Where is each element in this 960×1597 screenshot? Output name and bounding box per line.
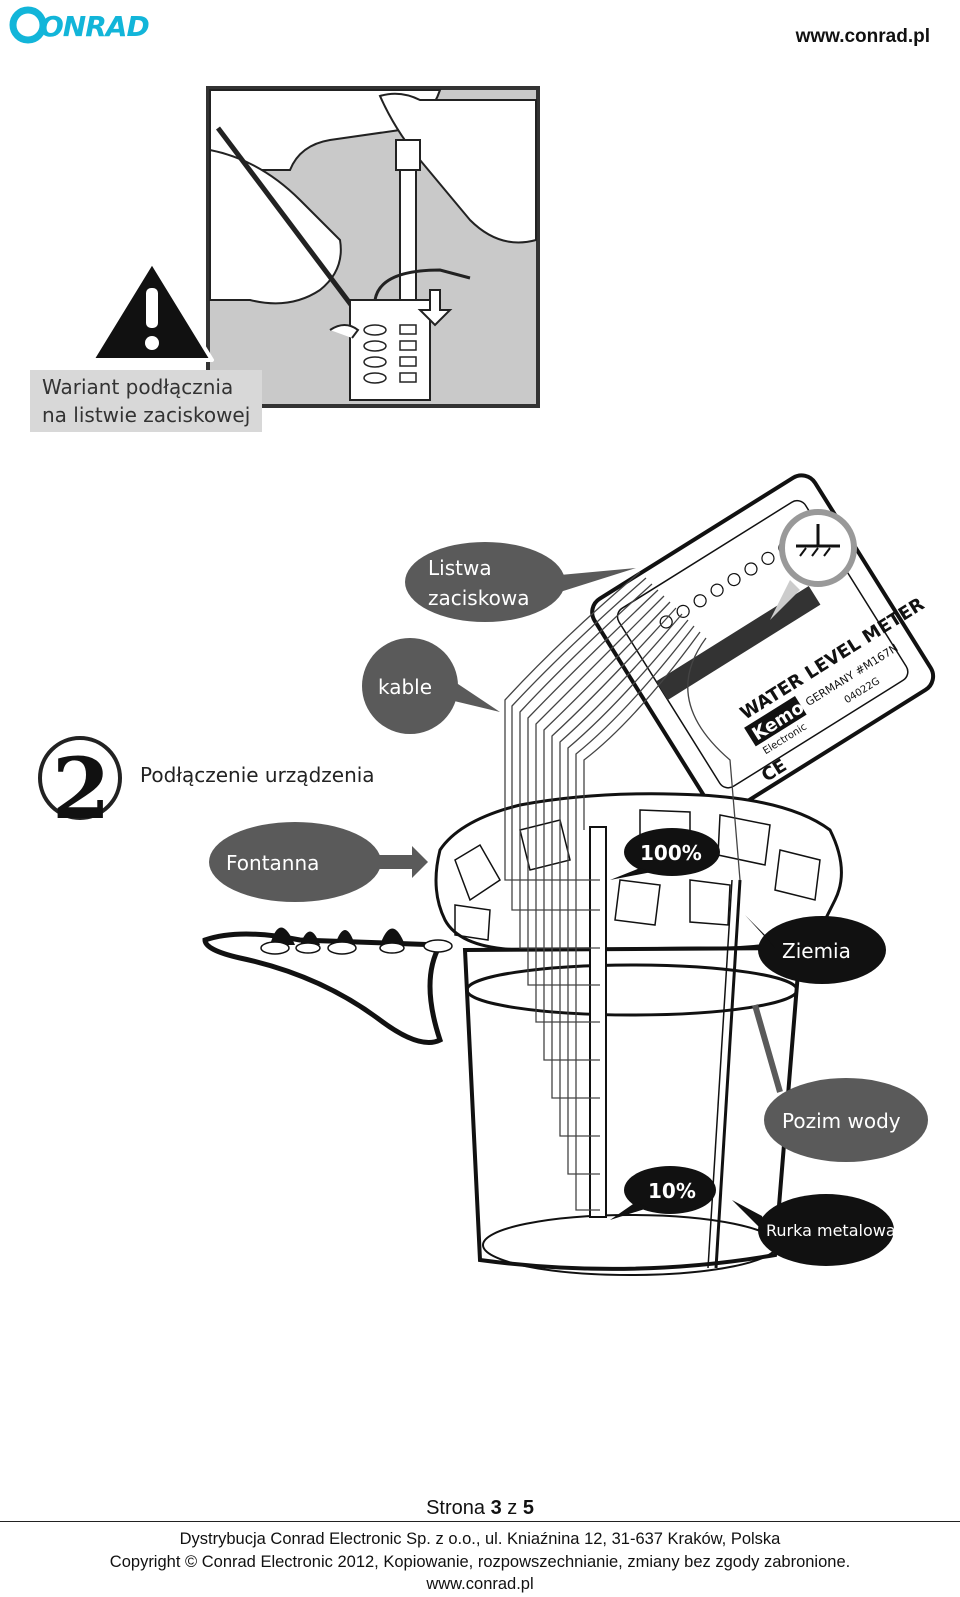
page-number: Strona 3 z 5 (0, 1497, 960, 1520)
warning-caption-box (30, 370, 262, 432)
water-container (462, 945, 803, 1276)
illustration: Wariant podłącznia na listwie zaciskowej… (30, 86, 936, 1276)
callout-fountain: Fontanna (209, 822, 428, 902)
header-website[interactable]: www.conrad.pl (795, 26, 930, 47)
callout-cables: kable (362, 638, 500, 734)
logo-graphic: ONRAD (9, 6, 150, 44)
step-title: Podłączenie urządzenia (140, 763, 375, 787)
callout-soil-text: Ziemia (782, 939, 851, 963)
step-number: 2 (52, 739, 110, 838)
callout-100-percent: 100% (610, 828, 720, 880)
page-prefix: Strona (426, 1497, 485, 1519)
callout-10-percent: 10% (610, 1166, 716, 1220)
callout-terminal-strip-line2: zaciskowa (428, 586, 529, 610)
fountain-ground (202, 931, 445, 1045)
logo-text: ONRAD (40, 10, 149, 43)
callout-metal-tube: Rurka metalowa (732, 1194, 896, 1266)
warning-caption-line1: Wariant podłącznia (42, 375, 233, 399)
callout-metal-tube-text: Rurka metalowa (766, 1221, 896, 1240)
callout-100-text: 100% (640, 841, 702, 865)
callout-soil: Ziemia (745, 915, 886, 984)
callout-fountain-text: Fontanna (226, 851, 319, 875)
footer-distribution: Dystrybucja Conrad Electronic Sp. z o.o.… (179, 1530, 781, 1548)
water-level-meter-device: WATER LEVEL METER Kemo GERMANY #M167N El… (590, 473, 936, 816)
callout-terminal-strip: Listwa zaciskowa (405, 542, 636, 622)
callout-10-text: 10% (648, 1179, 696, 1203)
page-total: 5 (522, 1497, 534, 1519)
fountain-plants (270, 927, 405, 945)
conrad-logo: ONRAD (8, 4, 158, 44)
callout-cables-text: kable (378, 675, 432, 699)
callout-terminal-strip-line1: Listwa (428, 556, 492, 580)
footer-website[interactable]: www.conrad.pl (426, 1575, 534, 1593)
ground-symbol-icon (770, 509, 857, 620)
terminal-wiring-panel (206, 86, 540, 408)
callout-water-level-text: Pozim wody (782, 1109, 901, 1133)
step-number-badge: 2 (38, 736, 122, 838)
page-current: 3 (490, 1497, 502, 1519)
metal-tube (714, 879, 742, 1269)
callout-water-level: Pozim wody (752, 1004, 928, 1162)
footer-divider (0, 1521, 960, 1522)
page-separator: z (507, 1497, 518, 1519)
warning-caption-line2: na listwie zaciskowej (42, 403, 250, 427)
footer-copyright: Copyright © Conrad Electronic 2012, Kopi… (109, 1553, 851, 1571)
warning-icon (90, 260, 214, 362)
cable-bundle (504, 571, 741, 1211)
